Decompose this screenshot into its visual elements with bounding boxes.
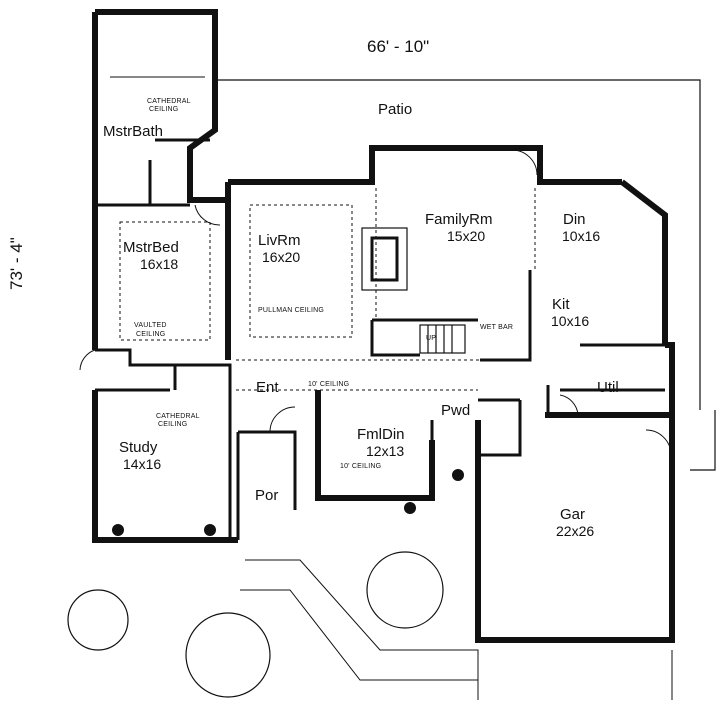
mstr-bed-label: MstrBed xyxy=(123,239,179,256)
study-label: Study xyxy=(119,439,158,456)
cathedral-note-study-2: CEILING xyxy=(158,421,188,428)
din-label: Din xyxy=(563,211,586,228)
overall-width-label: 66' - 10" xyxy=(367,37,430,56)
shrubs xyxy=(67,551,444,698)
pwd-label: Pwd xyxy=(441,402,471,419)
vaulted-note-1: VAULTED xyxy=(134,322,167,329)
mstr-bed-size: 16x18 xyxy=(140,256,179,272)
cathedral-note-bath-2: CEILING xyxy=(149,106,179,113)
por-label: Por xyxy=(255,487,279,504)
family-rm-size: 15x20 xyxy=(447,228,486,244)
windows xyxy=(110,76,612,539)
kit-label: Kit xyxy=(552,296,570,313)
pullman-note: PULLMAN CEILING xyxy=(258,307,325,314)
wet-bar-note: WET BAR xyxy=(480,324,514,331)
din-size: 10x16 xyxy=(562,228,601,244)
overall-depth-label: 73' - 4" xyxy=(7,237,26,290)
planter-dots xyxy=(112,469,464,536)
patio-label: Patio xyxy=(378,101,413,118)
family-rm-label: FamilyRm xyxy=(425,211,493,228)
mstr-bath-label: MstrBath xyxy=(103,123,164,140)
util-label: Util xyxy=(597,379,619,396)
fml-din-label: FmlDin xyxy=(357,426,405,443)
patio-outline xyxy=(215,79,716,471)
fml-din-size: 12x13 xyxy=(366,443,405,459)
exterior-walls xyxy=(92,9,675,643)
liv-rm-size: 16x20 xyxy=(262,249,301,265)
door-swings xyxy=(79,149,672,456)
liv-rm-label: LivRm xyxy=(258,232,301,249)
gar-size: 22x26 xyxy=(556,523,595,539)
walkway xyxy=(240,559,673,700)
cathedral-note-study-1: CATHEDRAL xyxy=(156,413,200,420)
kit-size: 10x16 xyxy=(551,313,590,329)
interior-walls xyxy=(95,138,665,540)
stair-up-note: UP xyxy=(426,335,437,342)
ceiling-outlines xyxy=(119,188,536,391)
vaulted-note-2: CEILING xyxy=(136,331,166,338)
gar-label: Gar xyxy=(560,506,586,523)
stairs xyxy=(361,227,466,354)
ent-label: Ent xyxy=(256,379,279,396)
study-size: 14x16 xyxy=(123,456,162,472)
ten-ceiling-ent-note: 10' CEILING xyxy=(308,381,350,388)
cathedral-note-bath-1: CATHEDRAL xyxy=(147,98,191,105)
ten-ceiling-fml-note: 10' CEILING xyxy=(340,463,382,470)
